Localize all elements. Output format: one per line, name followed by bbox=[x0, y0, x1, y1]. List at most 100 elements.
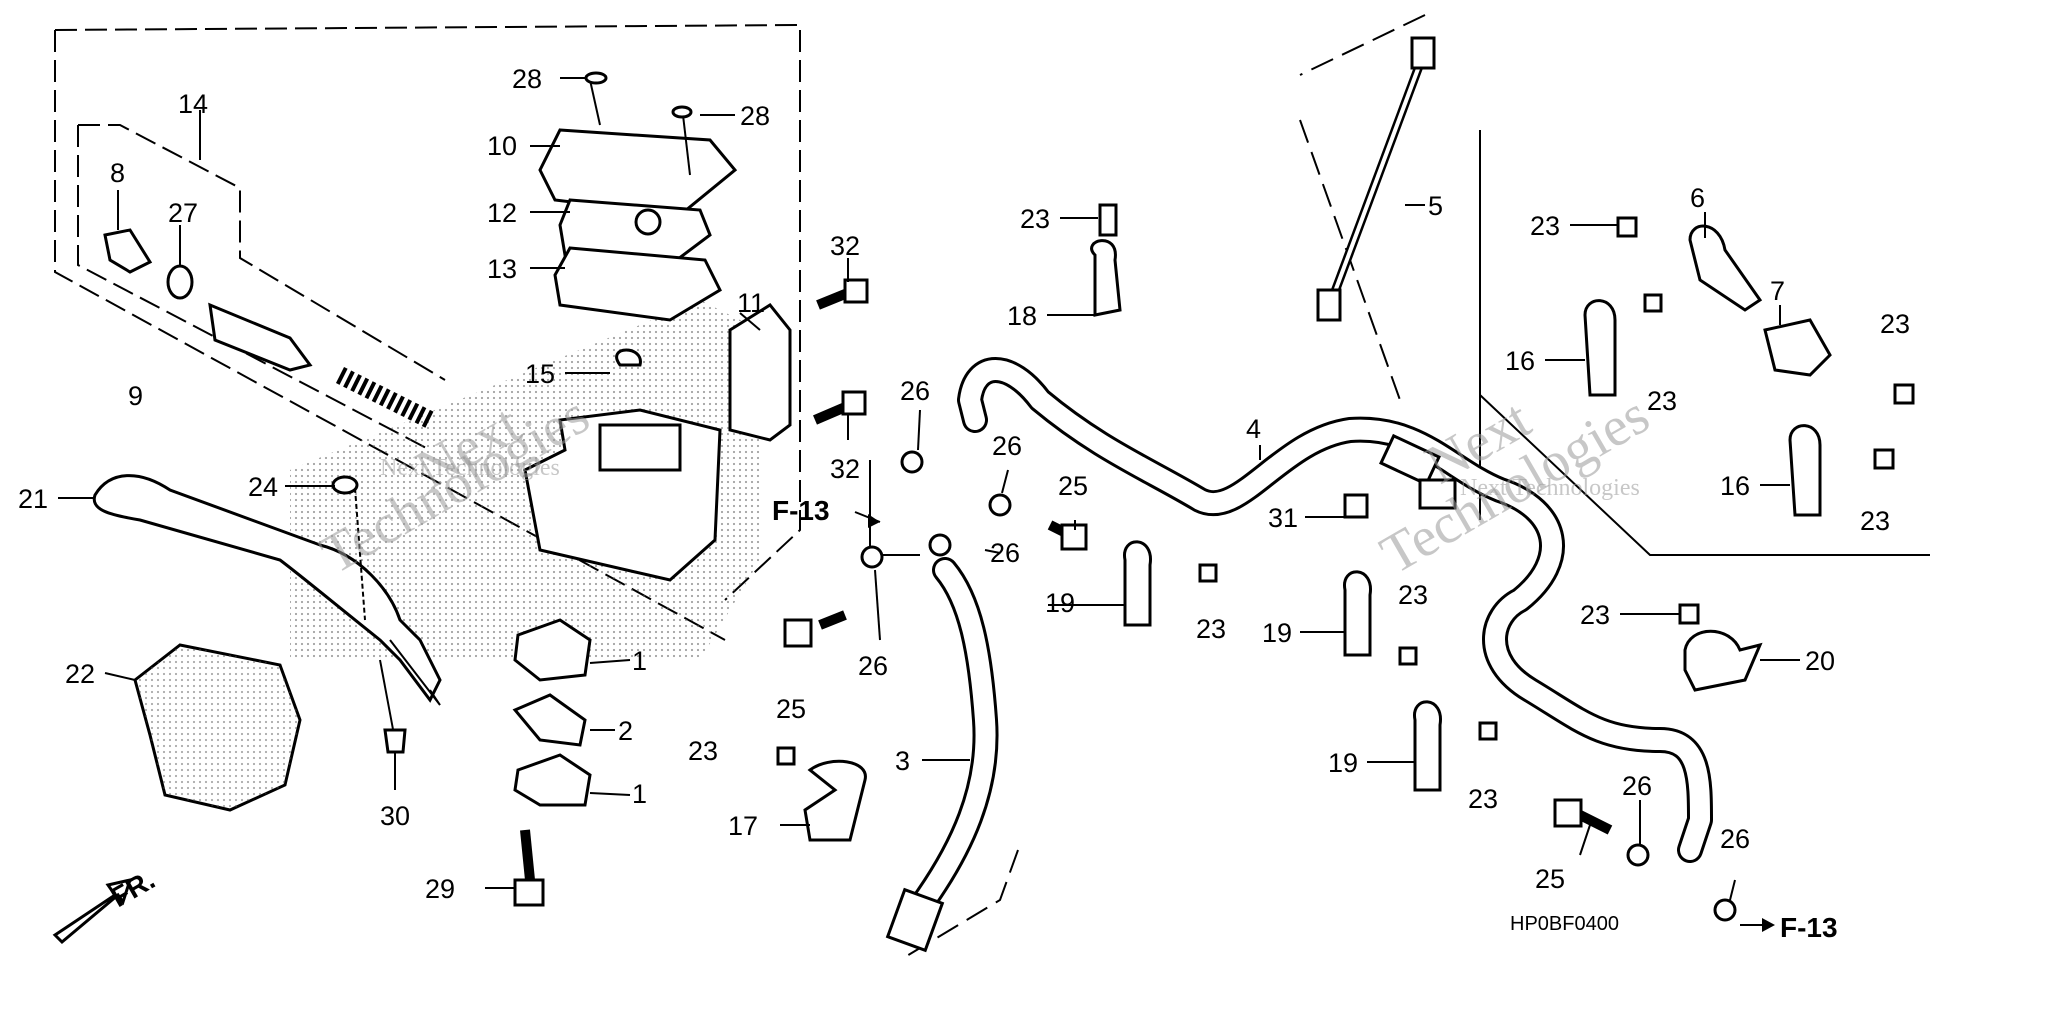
clamp-16-a bbox=[1583, 299, 1617, 397]
callout-16-b: 16 bbox=[1720, 471, 1750, 501]
washer-26-d bbox=[928, 533, 952, 557]
callout-27: 27 bbox=[168, 198, 198, 228]
clamp-16-b bbox=[1788, 424, 1822, 517]
ref-f13-left: F-13 bbox=[772, 495, 830, 526]
clamp-19-b bbox=[1343, 570, 1372, 657]
callout-23-h: 23 bbox=[1880, 309, 1910, 339]
callout-11: 11 bbox=[737, 288, 765, 318]
diaphragm-13 bbox=[553, 246, 722, 322]
callout-26-f: 26 bbox=[1720, 824, 1750, 854]
callout-6: 6 bbox=[1690, 183, 1705, 213]
callout-3: 3 bbox=[895, 746, 910, 776]
seal-15 bbox=[615, 348, 642, 367]
callout-31: 31 bbox=[1268, 503, 1298, 533]
diagram-code: HP0BF0400 bbox=[1510, 913, 1619, 935]
callout-24: 24 bbox=[248, 472, 278, 502]
bolt-25-c bbox=[1553, 798, 1583, 828]
clamp-7 bbox=[1763, 318, 1832, 377]
washer-26-a bbox=[900, 450, 924, 474]
watermark-brand-left: Next Technologies bbox=[380, 455, 560, 481]
clamp-19-a bbox=[1123, 540, 1152, 627]
callout-26-d: 26 bbox=[858, 651, 888, 681]
clamp-19-c bbox=[1413, 700, 1442, 792]
callout-1-lower: 1 bbox=[632, 779, 647, 809]
washer-26-e bbox=[1626, 843, 1650, 867]
callout-15: 15 bbox=[525, 359, 555, 389]
washer-26-f bbox=[1713, 898, 1737, 922]
clamp-20 bbox=[1683, 629, 1763, 692]
callout-30: 30 bbox=[380, 801, 410, 831]
callout-8: 8 bbox=[110, 158, 125, 188]
callouts: 28 28 10 12 13 14 8 27 9 11 15 32 32 21 … bbox=[18, 64, 1910, 904]
ref-f13-right: F-13 bbox=[1780, 912, 1838, 943]
callout-10: 10 bbox=[487, 131, 517, 161]
callout-2: 2 bbox=[618, 716, 633, 746]
switch-1-lower bbox=[513, 753, 592, 807]
screw-28-left bbox=[584, 71, 608, 85]
callout-28-left: 28 bbox=[512, 64, 542, 94]
holder-11 bbox=[728, 303, 792, 442]
callout-23-a: 23 bbox=[1020, 204, 1050, 234]
callout-23-i: 23 bbox=[1860, 506, 1890, 536]
callout-5: 5 bbox=[1428, 191, 1443, 221]
front-label: FR. bbox=[106, 864, 161, 913]
brake-lever-21 bbox=[92, 474, 442, 754]
screw-28-right bbox=[671, 105, 693, 119]
piston-set bbox=[208, 302, 313, 372]
screw-29 bbox=[513, 878, 545, 907]
callout-32-top: 32 bbox=[830, 231, 860, 261]
callout-29: 29 bbox=[425, 874, 455, 904]
switch-1-upper bbox=[513, 618, 592, 682]
spring bbox=[335, 366, 435, 429]
leader-lines bbox=[58, 77, 1800, 901]
callout-18: 18 bbox=[1007, 301, 1037, 331]
reservoir-cap-assembly bbox=[523, 71, 792, 582]
hose-clamps bbox=[803, 203, 1832, 842]
callout-26-e: 26 bbox=[1622, 771, 1652, 801]
callout-1-upper: 1 bbox=[632, 646, 647, 676]
washer-26-c bbox=[860, 545, 884, 569]
callout-13: 13 bbox=[487, 254, 517, 284]
brake-hoses bbox=[885, 357, 1713, 953]
bolt-25-b bbox=[783, 618, 813, 648]
clamp-18 bbox=[1090, 239, 1122, 317]
callout-4: 4 bbox=[1246, 414, 1261, 444]
callout-23-g: 23 bbox=[1647, 386, 1677, 416]
callout-28-right: 28 bbox=[740, 101, 770, 131]
callout-26-c: 26 bbox=[990, 538, 1020, 568]
callout-25-b: 25 bbox=[776, 694, 806, 724]
callout-25-a: 25 bbox=[1058, 471, 1088, 501]
circlip-27 bbox=[166, 264, 194, 300]
brake-pipe-5 bbox=[1316, 36, 1436, 322]
washer-26-b bbox=[988, 493, 1012, 517]
clamp-6 bbox=[1688, 224, 1763, 312]
callout-14: 14 bbox=[178, 89, 208, 119]
nut-30 bbox=[383, 728, 407, 754]
callout-23-f: 23 bbox=[1530, 211, 1560, 241]
callout-25-c: 25 bbox=[1535, 864, 1565, 894]
callout-20: 20 bbox=[1805, 646, 1835, 676]
callout-19-c: 19 bbox=[1328, 748, 1358, 778]
callout-23-d: 23 bbox=[1468, 784, 1498, 814]
callout-26-b: 26 bbox=[992, 431, 1022, 461]
brake-switches bbox=[512, 618, 592, 907]
callout-32-bottom: 32 bbox=[830, 454, 860, 484]
callout-23-b: 23 bbox=[1196, 614, 1226, 644]
callout-21: 21 bbox=[18, 484, 48, 514]
clamp-17 bbox=[803, 759, 867, 842]
callout-23-e: 23 bbox=[688, 736, 718, 766]
callout-19-b: 19 bbox=[1262, 618, 1292, 648]
reference-right: F-13 bbox=[1740, 912, 1838, 943]
callout-9: 9 bbox=[128, 381, 143, 411]
callout-19-a: 19 bbox=[1045, 588, 1075, 618]
bolt-31 bbox=[1343, 493, 1369, 519]
bolt-24 bbox=[354, 487, 366, 621]
reference-left: F-13 bbox=[772, 495, 881, 528]
front-arrow: FR. bbox=[52, 864, 161, 945]
callout-12: 12 bbox=[487, 198, 517, 228]
callout-23-j: 23 bbox=[1580, 600, 1610, 630]
callout-26-a: 26 bbox=[900, 376, 930, 406]
piston-assembly bbox=[103, 228, 435, 429]
callout-16-a: 16 bbox=[1505, 346, 1535, 376]
